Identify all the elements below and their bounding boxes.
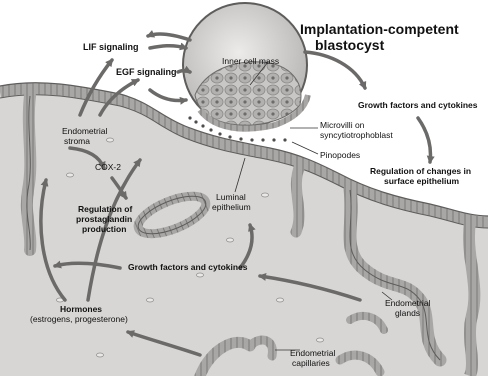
- label-stroma-line2: stroma: [64, 136, 90, 146]
- label-growth-factors-top: Growth factors and cytokines: [358, 100, 478, 110]
- label-lif-signaling: LIF signaling: [83, 42, 139, 52]
- arrow-blastocyst-to-growth: [305, 52, 365, 88]
- arrow-growth-to-regulation: [418, 118, 431, 162]
- endometrial-gland-far-right: [469, 222, 474, 376]
- label-prostaglandin-line1: Regulation of: [78, 204, 132, 214]
- diagram-title-line1: Implantation-competent: [300, 21, 459, 37]
- label-capillaries-line2: capillaries: [292, 358, 330, 368]
- label-egf-signaling: EGF signaling: [116, 67, 177, 77]
- label-glands-line1: Endometrial: [385, 298, 430, 308]
- label-hormones-line2: (estrogens, progesterone): [30, 314, 128, 324]
- label-luminal-line2: epithelium: [212, 202, 251, 212]
- label-cox2: COX-2: [95, 162, 121, 172]
- label-glands-line2: glands: [395, 308, 420, 318]
- label-luminal-line1: Luminal: [216, 192, 246, 202]
- label-hormones-line1: Hormones: [60, 304, 102, 314]
- label-regulation-surface-line1: Regulation of changes in: [370, 166, 471, 176]
- arrow-egf-to-blastocyst-lower: [150, 90, 186, 101]
- label-prostaglandin-line2: prostaglandin: [76, 214, 132, 224]
- diagram-title-line2: blastocyst: [315, 37, 385, 53]
- label-capillaries-line1: Endometrial: [290, 348, 335, 358]
- arrow-egf-to-blastocyst: [178, 71, 190, 73]
- arrow-lif-to-blastocyst: [150, 46, 186, 48]
- arrow-blastocyst-to-lif: [148, 34, 190, 40]
- label-growth-factors-bottom: Growth factors and cytokines: [128, 262, 248, 272]
- label-pinopodes: Pinopodes: [320, 150, 360, 160]
- label-microvilli-line1: Microvilli on: [320, 120, 365, 130]
- label-microvilli-line2: syncytiotrophoblast: [320, 130, 393, 140]
- label-regulation-surface-line2: surface epithelium: [384, 176, 460, 186]
- endometrial-gland-center: [296, 165, 300, 232]
- label-inner-cell-mass: Inner cell mass: [222, 56, 279, 66]
- label-prostaglandin-line3: production: [82, 224, 126, 234]
- label-stroma-line1: Endometrial: [62, 126, 107, 136]
